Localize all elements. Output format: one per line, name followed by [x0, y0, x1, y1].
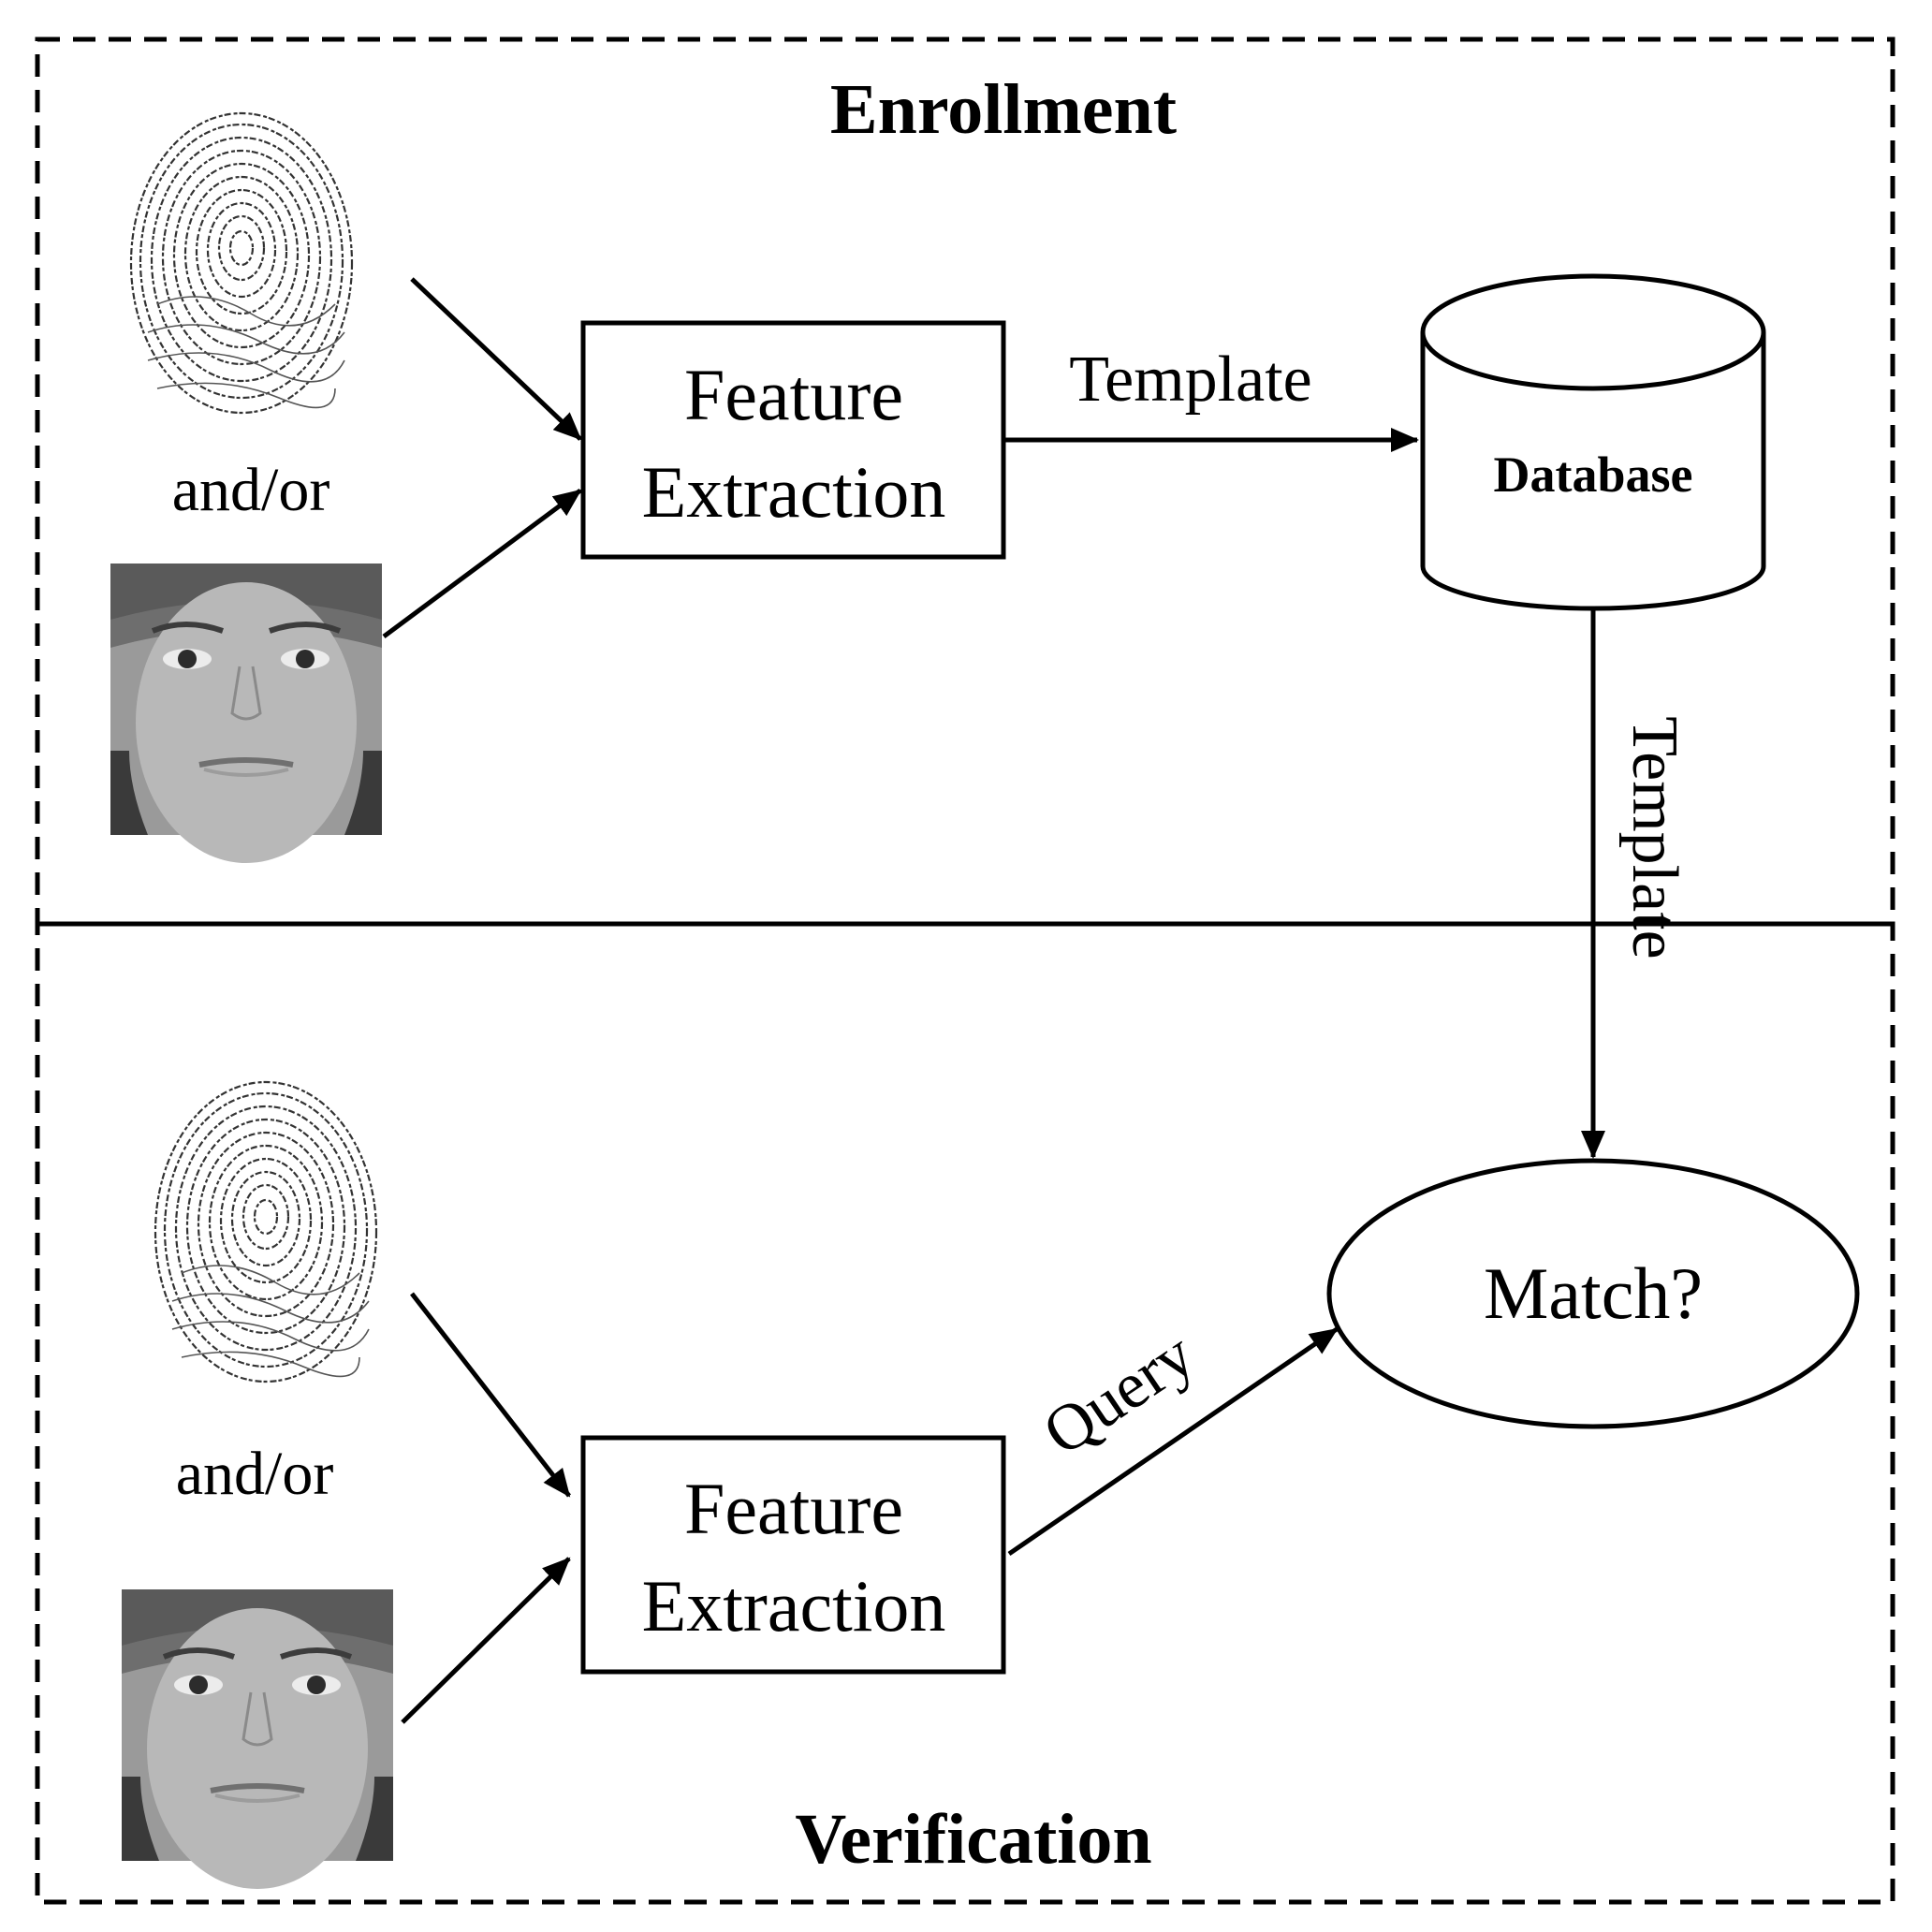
feature-box-line-1: Feature [684, 1468, 903, 1549]
template-vertical-label: Template [1618, 716, 1690, 959]
face-photo-icon [110, 564, 382, 863]
and-or-label: and/or [176, 1440, 334, 1508]
match-decision-ellipse: Match? [1326, 1158, 1860, 1429]
and-or-label: and/or [172, 456, 330, 524]
fingerprint-to-feature-arrow [410, 277, 582, 441]
verification-frame [35, 921, 1895, 1905]
match-label: Match? [1484, 1252, 1703, 1334]
face-photo-icon [122, 1589, 393, 1889]
database-label: Database [1494, 446, 1693, 503]
verification-title: Verification [795, 1800, 1151, 1879]
feature-box-line-1: Feature [684, 354, 903, 435]
feature-extraction-box: Feature Extraction [580, 320, 1006, 560]
feature-box-line-2: Extraction [642, 1565, 946, 1647]
query-edge-label: Query [1031, 1319, 1207, 1471]
feature-box-line-2: Extraction [642, 451, 946, 533]
face-to-feature-arrow [382, 488, 582, 639]
feature-to-match-arrow [1007, 1326, 1339, 1557]
enrollment-title: Enrollment [830, 70, 1177, 149]
feature-extraction-box: Feature Extraction [580, 1435, 1006, 1675]
face-to-feature-arrow [401, 1557, 571, 1724]
fingerprint-icon [129, 111, 354, 415]
fingerprint-icon [154, 1080, 378, 1383]
database-cylinder: Database [1420, 273, 1766, 611]
template-edge-label: Template [1069, 344, 1311, 416]
fingerprint-to-feature-arrow [410, 1292, 571, 1498]
